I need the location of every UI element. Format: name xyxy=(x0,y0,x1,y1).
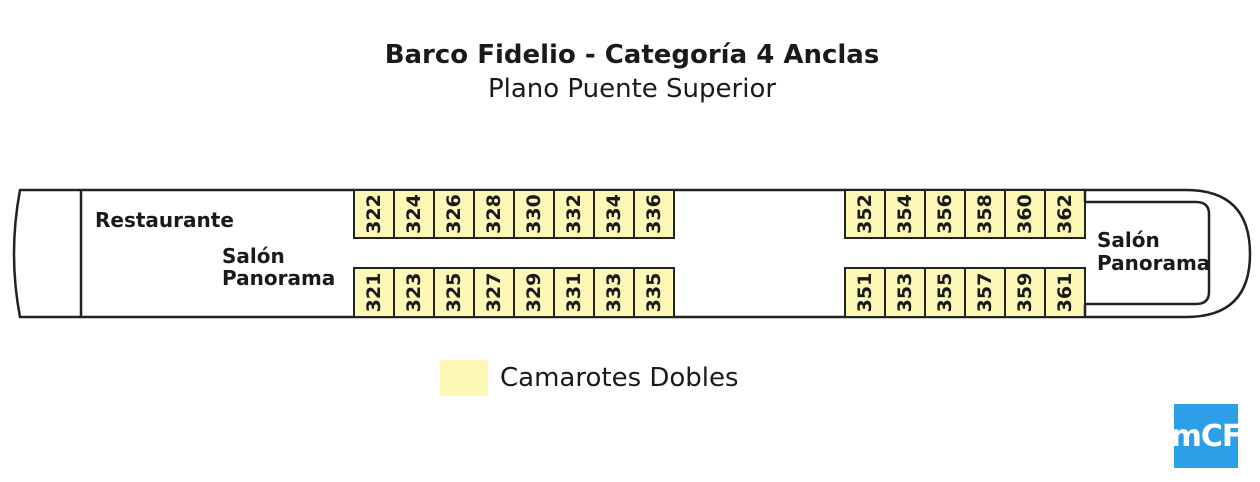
cabin-number-329: 329 xyxy=(523,273,545,313)
cabin-356 xyxy=(924,189,966,239)
cabin-number-352: 352 xyxy=(854,194,876,234)
cabin-number-335: 335 xyxy=(643,273,665,313)
page-subtitle: Plano Puente Superior xyxy=(487,74,777,104)
cabin-number-327: 327 xyxy=(483,273,505,313)
cabin-number-326: 326 xyxy=(443,194,465,234)
cabin-360 xyxy=(1004,189,1046,239)
cabin-number-333: 333 xyxy=(603,273,625,313)
cabin-321 xyxy=(353,267,395,318)
cabin-number-324: 324 xyxy=(403,194,425,234)
cabin-336 xyxy=(633,189,675,239)
cabin-354 xyxy=(884,189,926,239)
cabin-number-362: 362 xyxy=(1054,194,1076,234)
cabin-327 xyxy=(473,267,515,318)
cabin-322 xyxy=(353,189,395,239)
panorama-lounge-right-frame xyxy=(1085,200,1211,306)
cabin-number-355: 355 xyxy=(934,273,956,313)
panorama-lounge-right-line1: Salón xyxy=(1097,228,1160,252)
cabin-number-353: 353 xyxy=(894,273,916,313)
cabin-number-360: 360 xyxy=(1014,194,1036,234)
cabin-333 xyxy=(593,267,635,318)
cabin-number-322: 322 xyxy=(363,194,385,234)
cabin-number-331: 331 xyxy=(563,273,585,313)
cabin-number-336: 336 xyxy=(643,194,665,234)
cabin-number-358: 358 xyxy=(974,194,996,234)
logo-text: mCF xyxy=(1170,418,1243,454)
mcf-logo: mCF xyxy=(1171,404,1242,468)
cabin-number-330: 330 xyxy=(523,194,545,234)
cabin-group-right-bottom: 351 353 355 357 359 361 xyxy=(844,267,1086,318)
cabin-353 xyxy=(884,267,926,318)
cabin-number-351: 351 xyxy=(854,273,876,313)
cabin-group-left-top: 322 324 326 328 330 332 334 336 xyxy=(353,189,675,239)
cabin-335 xyxy=(633,267,675,318)
cabin-number-323: 323 xyxy=(403,273,425,313)
cabin-number-359: 359 xyxy=(1014,273,1036,313)
page-title: Barco Fidelio - Categoría 4 Anclas xyxy=(384,40,880,70)
panorama-lounge-left-line1: Salón xyxy=(222,244,285,268)
cabin-number-325: 325 xyxy=(443,273,465,313)
cabin-number-356: 356 xyxy=(934,194,956,234)
cabin-361 xyxy=(1044,267,1086,318)
cabin-329 xyxy=(513,267,555,318)
cabin-352 xyxy=(844,189,886,239)
panorama-lounge-right-line2: Panorama xyxy=(1097,251,1210,275)
cabin-357 xyxy=(964,267,1006,318)
cabin-number-332: 332 xyxy=(563,194,585,234)
cabin-number-321: 321 xyxy=(363,273,385,313)
cabin-number-354: 354 xyxy=(894,194,916,234)
cabin-362 xyxy=(1044,189,1086,239)
legend-label: Camarotes Dobles xyxy=(500,363,739,393)
cabin-number-357: 357 xyxy=(974,273,996,313)
legend-swatch xyxy=(440,360,488,396)
legend: Camarotes Dobles xyxy=(440,360,739,396)
cabin-331 xyxy=(553,267,595,318)
cabin-359 xyxy=(1004,267,1046,318)
panorama-lounge-left-line2: Panorama xyxy=(222,266,335,290)
cabin-group-right-top: 352 354 356 358 360 362 xyxy=(844,189,1086,239)
restaurant-label: Restaurante xyxy=(95,208,234,232)
cabin-number-334: 334 xyxy=(603,194,625,234)
cabin-group-left-bottom: 321 323 325 327 329 331 333 335 xyxy=(353,267,675,318)
cabin-number-361: 361 xyxy=(1054,273,1076,313)
cabin-number-328: 328 xyxy=(483,194,505,234)
cabin-334 xyxy=(593,189,635,239)
